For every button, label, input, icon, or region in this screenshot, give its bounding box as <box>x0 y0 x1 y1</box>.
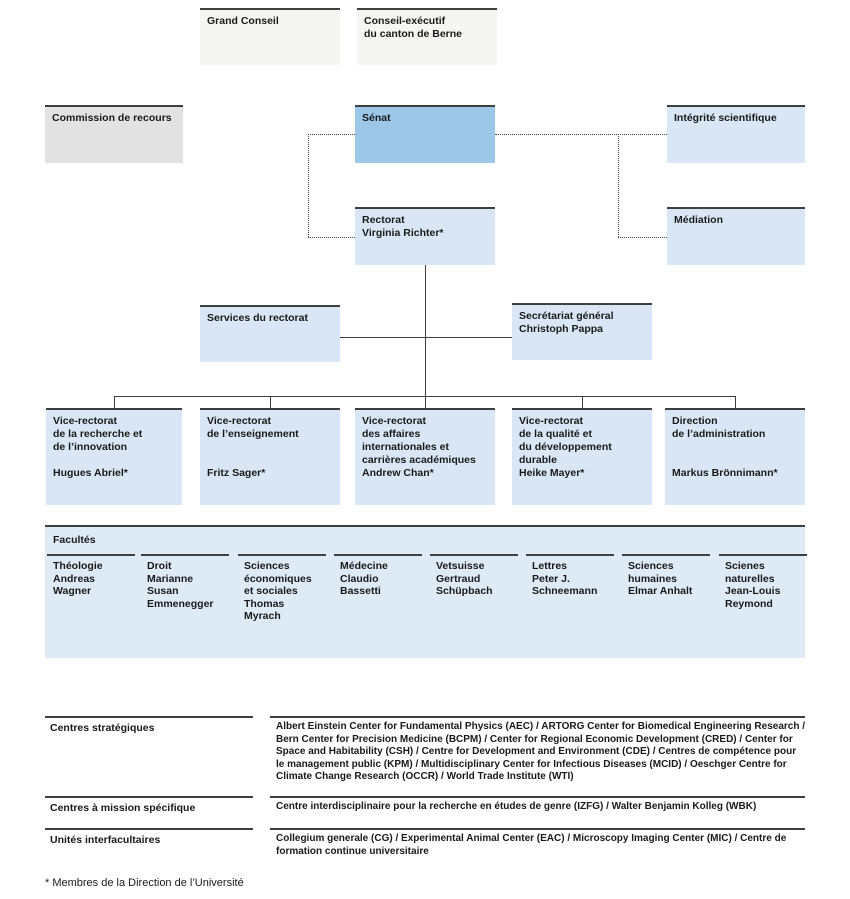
org-box-commission-de-recours: Commission de recours <box>45 105 183 163</box>
faculty-theologie: Théologie Andreas Wagner <box>47 554 135 598</box>
org-box-secretariat-general: Secrétariat général Christoph Pappa <box>512 303 652 360</box>
faculty-medecine: Médecine Claudio Bassetti <box>334 554 422 598</box>
text-centres-strategiques: Albert Einstein Center for Fundamental P… <box>276 721 805 782</box>
org-box-conseil-executif: Conseil-exécutif du canton de Berne <box>357 8 497 65</box>
connector-dotted-senat-left-vertical <box>308 134 309 237</box>
connector-rectorat-vertical <box>425 265 426 408</box>
connector-services-secretariat <box>340 337 512 338</box>
connector-stub-vr1 <box>114 396 115 408</box>
faculty-sciences-economiques: Sciences économiques et sociales Thomas … <box>238 554 326 623</box>
org-box-direction-administration: Direction de l’administration Markus Brö… <box>665 408 805 505</box>
faculty-sciences-naturelles: Scienes naturelles Jean-Louis Reymond <box>719 554 807 610</box>
connector-stub-vr2 <box>270 396 271 408</box>
org-box-vice-rectorat-recherche: Vice-rectorat de la recherche et de l’in… <box>46 408 182 505</box>
org-box-integrite-scientifique: Intégrité scientifique <box>667 105 805 163</box>
text-unites-interfacultaires: Collegium generale (CG) / Experimental A… <box>276 833 787 857</box>
rule-unites-interfacultaires-text <box>270 828 805 830</box>
rule-centres-strategiques-label <box>45 716 253 718</box>
connector-vice-rectorats-horizontal <box>114 396 735 397</box>
connector-dotted-right-vertical <box>618 134 619 237</box>
org-box-mediation: Médiation <box>667 207 805 265</box>
faculty-lettres: Lettres Peter J. Schneemann <box>526 554 614 598</box>
org-box-services-du-rectorat: Services du rectorat <box>200 305 340 362</box>
org-box-grand-conseil: Grand Conseil <box>200 8 340 65</box>
footnote-membres-direction: * Membres de la Direction de l’Universit… <box>45 877 244 889</box>
connector-stub-vr5 <box>735 396 736 408</box>
org-box-rectorat: Rectorat Virginia Richter* <box>355 207 495 265</box>
label-unites-interfacultaires: Unités interfacultaires <box>50 834 161 846</box>
label-centres-mission-specifique: Centres à mission spécifique <box>50 802 196 814</box>
faculty-droit: Droit Marianne Susan Emmenegger <box>141 554 229 610</box>
org-box-vice-rectorat-affaires-internationales: Vice-rectorat des affaires international… <box>355 408 495 505</box>
label-centres-strategiques: Centres stratégiques <box>50 722 155 734</box>
faculty-vetsuisse: Vetsuisse Gertraud Schüpbach <box>430 554 518 598</box>
connector-dotted-mediation <box>618 237 667 238</box>
rule-centres-mission-text <box>270 796 805 798</box>
faculties-title: Facultés <box>53 534 96 546</box>
rule-unites-interfacultaires-label <box>45 828 253 830</box>
rule-centres-strategiques-text <box>270 716 805 718</box>
text-centres-mission-specifique: Centre interdisciplinaire pour la recher… <box>276 801 757 812</box>
org-box-senat: Sénat <box>355 105 495 163</box>
faculties-panel: Facultés Théologie Andreas Wagner Droit … <box>45 525 807 658</box>
faculty-sciences-humaines: Sciences humaines Elmar Anhalt <box>622 554 710 598</box>
connector-stub-vr4 <box>582 396 583 408</box>
org-box-vice-rectorat-enseignement: Vice-rectorat de l’enseignement Fritz Sa… <box>200 408 340 505</box>
connector-dotted-senat-integrite <box>495 134 667 135</box>
org-box-vice-rectorat-qualite: Vice-rectorat de la qualité et du dévelo… <box>512 408 652 505</box>
rule-centres-mission-label <box>45 796 253 798</box>
connector-dotted-senat-left-top <box>308 134 355 135</box>
connector-dotted-rectorat-left <box>308 237 355 238</box>
